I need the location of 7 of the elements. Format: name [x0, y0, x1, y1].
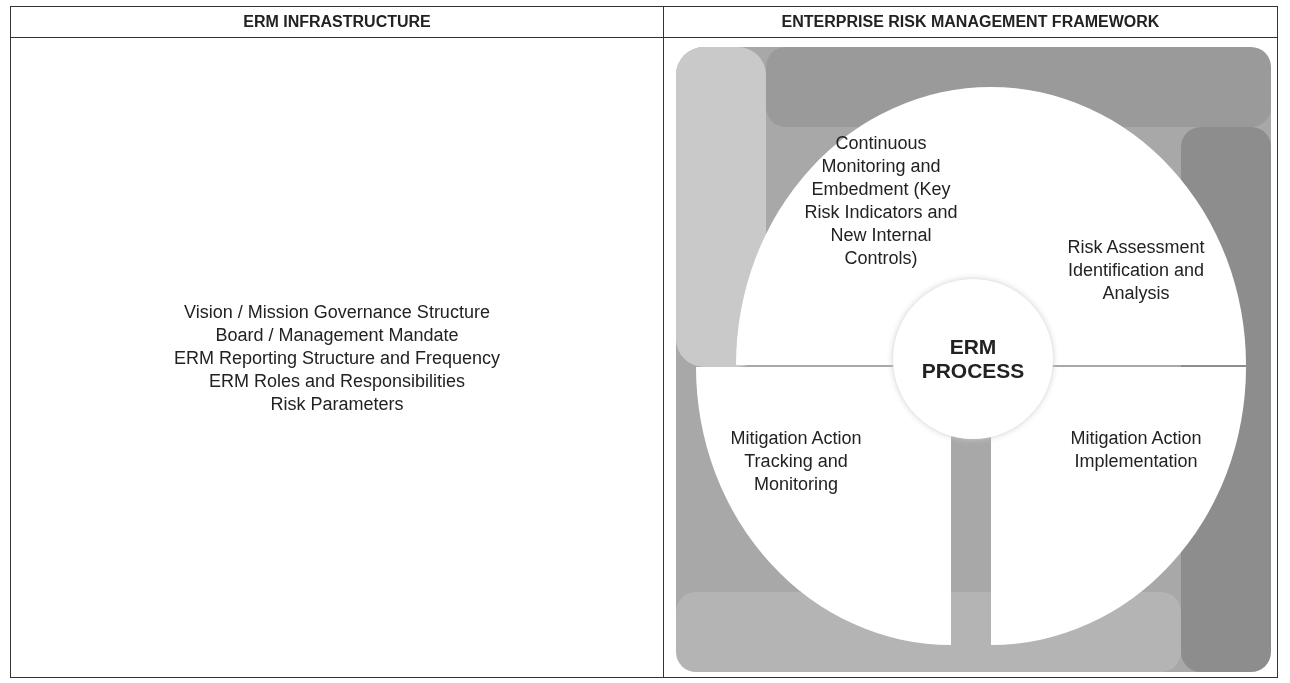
column-header: ENTERPRISE RISK MANAGEMENT FRAMEWORK: [780, 12, 1161, 32]
list-item: Vision / Mission Governance Structure: [184, 300, 490, 324]
list-item: ERM Roles and Responsibilities: [208, 369, 466, 393]
list-item: Risk Parameters: [270, 392, 404, 416]
list-item: Board / Management Mandate: [215, 323, 459, 347]
list-item: ERM Reporting Structure and Frequency: [173, 346, 501, 370]
column-header: ERM INFRASTRUCTURE: [242, 12, 432, 32]
